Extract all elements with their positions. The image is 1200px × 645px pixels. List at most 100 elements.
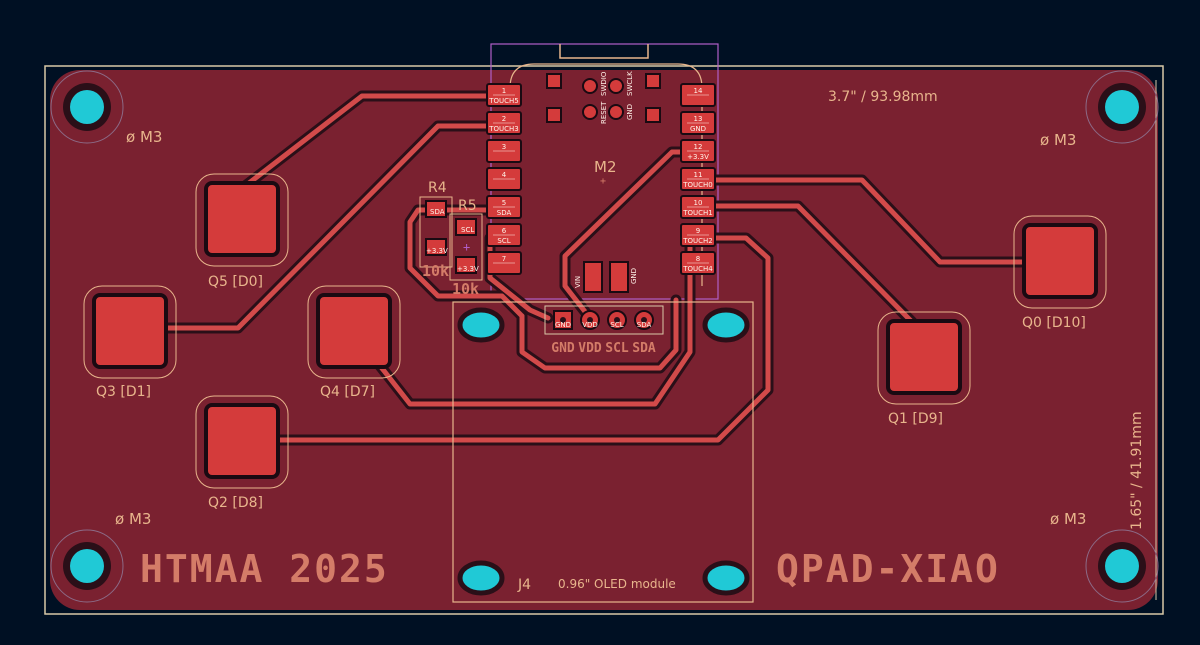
oled-pin-name: VDD [582, 321, 598, 329]
module-pin-number: 9 [696, 227, 700, 235]
module-pin-14[interactable]: 14 [680, 83, 716, 107]
oled-pin-3[interactable]: SDA SDA [632, 310, 656, 356]
width-dimension: 3.7" / 93.98mm [828, 89, 938, 105]
oled-pin-header-label: GND [551, 341, 575, 356]
pin-hole-icon [560, 317, 566, 323]
resistor-value: 10k [452, 280, 479, 298]
module-pin-number: 4 [502, 171, 507, 179]
mounting-hole-icon [1105, 549, 1139, 583]
swd-label: SWDIO [600, 71, 608, 96]
resistor-pin-label: +3.3V [426, 247, 448, 255]
module-pin-4[interactable]: 4 [486, 167, 522, 191]
oled-mount-hole-icon [457, 307, 505, 343]
resistor-r4[interactable]: SDA +3.3V R4 10k [419, 180, 453, 280]
module-pin-number: 13 [694, 115, 703, 123]
touch-pad-label: Q3 [D1] [96, 384, 151, 400]
resistor-value: 10k [422, 262, 449, 280]
swd-pad-icon [582, 78, 598, 94]
module-pin-number: 7 [502, 255, 506, 263]
touch-pad-label: Q0 [D10] [1022, 315, 1086, 331]
pin-hole-icon [641, 317, 647, 323]
oled-pin-header-label: SDA [632, 341, 656, 356]
touch-pad-label: Q1 [D9] [888, 411, 943, 427]
swd-label: RESET [600, 101, 608, 124]
touch-pad-q5[interactable]: Q5 [D0] [195, 173, 289, 290]
module-right-pins: 1413GND12+3.3V11TOUCH010TOUCH19TOUCH28TO… [680, 83, 716, 275]
module-pin-number: 1 [502, 87, 506, 95]
touch-pad-q0[interactable]: Q0 [D10] [1013, 215, 1107, 331]
oled-pin-2[interactable]: SCL SCL [605, 310, 629, 356]
usb-outline [559, 44, 649, 59]
oled-reference: J4 [517, 577, 531, 593]
oled-pin-header-label: SCL [605, 341, 629, 356]
module-pin-3[interactable]: 3 [486, 139, 522, 163]
mounting-hole-icon [70, 549, 104, 583]
mounting-hole-top-right[interactable]: ø M3 [1040, 70, 1159, 149]
copper-pour [50, 70, 1158, 610]
module-pin-number: 14 [694, 87, 703, 95]
pin-hole-icon [587, 317, 593, 323]
module-pin-number: 11 [694, 171, 703, 179]
swd-label: GND [626, 104, 634, 120]
oled-pin-header-label: VDD [578, 341, 602, 356]
module-pin-number: 12 [694, 143, 703, 151]
mounting-hole-bottom-left[interactable]: ø M3 [50, 510, 151, 603]
touch-pad-label: Q5 [D0] [208, 274, 263, 290]
touch-pad-q3[interactable]: Q3 [D1] [83, 285, 177, 400]
module-pin-number: 2 [502, 115, 506, 123]
swd-pad-icon [608, 78, 624, 94]
module-pin-name: GND [690, 125, 706, 133]
resistor-ref: R4 [428, 180, 447, 196]
touch-pad-q1[interactable]: Q1 [D9] [877, 311, 971, 427]
touch-pad-label: Q4 [D7] [320, 384, 375, 400]
mounting-hole-label: ø M3 [1040, 131, 1076, 149]
mounting-hole-icon [70, 90, 104, 124]
oled-outline [452, 301, 754, 603]
resistor-pin-label: +3.3V [457, 265, 479, 273]
swd-pads: RESET SWDIO GND SWCLK [546, 71, 661, 124]
board-title-left: HTMAA 2025 [140, 547, 389, 591]
module-pin-number: 6 [502, 227, 507, 235]
module-pin-name: TOUCH4 [682, 265, 713, 273]
module-pin-name: TOUCH1 [682, 209, 713, 217]
module-reference: M2 [594, 158, 617, 176]
resistor-pin-label: SCL [461, 226, 474, 234]
pin-hole-icon [614, 317, 620, 323]
oled-description: 0.96" OLED module [558, 577, 676, 591]
oled-pin-1[interactable]: VDD VDD [578, 310, 602, 356]
oled-mount-hole-icon [702, 307, 750, 343]
module-pin-name: TOUCH0 [682, 181, 713, 189]
power-pad-label: VIN [574, 276, 582, 288]
mounting-hole-bottom-right[interactable]: ø M3 [1050, 510, 1159, 603]
board-title-right: QPAD-XIAO [776, 547, 1000, 591]
height-dimension: 1.65" / 41.91mm [1129, 411, 1145, 530]
touch-pad-q4[interactable]: Q4 [D7] [307, 285, 401, 400]
module-pin-12[interactable]: 12+3.3V [680, 139, 716, 163]
module-pin-name: TOUCH5 [488, 97, 519, 105]
touch-pad-q2[interactable]: Q2 [D8] [195, 395, 289, 511]
oled-pin-name: SDA [637, 321, 652, 329]
module-pin-name: SDA [497, 209, 512, 217]
module-pin-number: 8 [696, 255, 700, 263]
oled-mount-hole-icon [457, 560, 505, 596]
resistor-r5[interactable]: SCL +3.3V R5 10k + [449, 198, 483, 298]
mounting-hole-top-left[interactable]: ø M3 [50, 70, 162, 146]
module-pin-name: TOUCH2 [682, 237, 713, 245]
oled-pin-name: SCL [610, 321, 623, 329]
module-pin-7[interactable]: 7 [486, 251, 522, 275]
module-pin-number: 3 [502, 143, 506, 151]
oled-pin-header-outline [544, 305, 664, 335]
resistor-ref: R5 [458, 198, 477, 214]
